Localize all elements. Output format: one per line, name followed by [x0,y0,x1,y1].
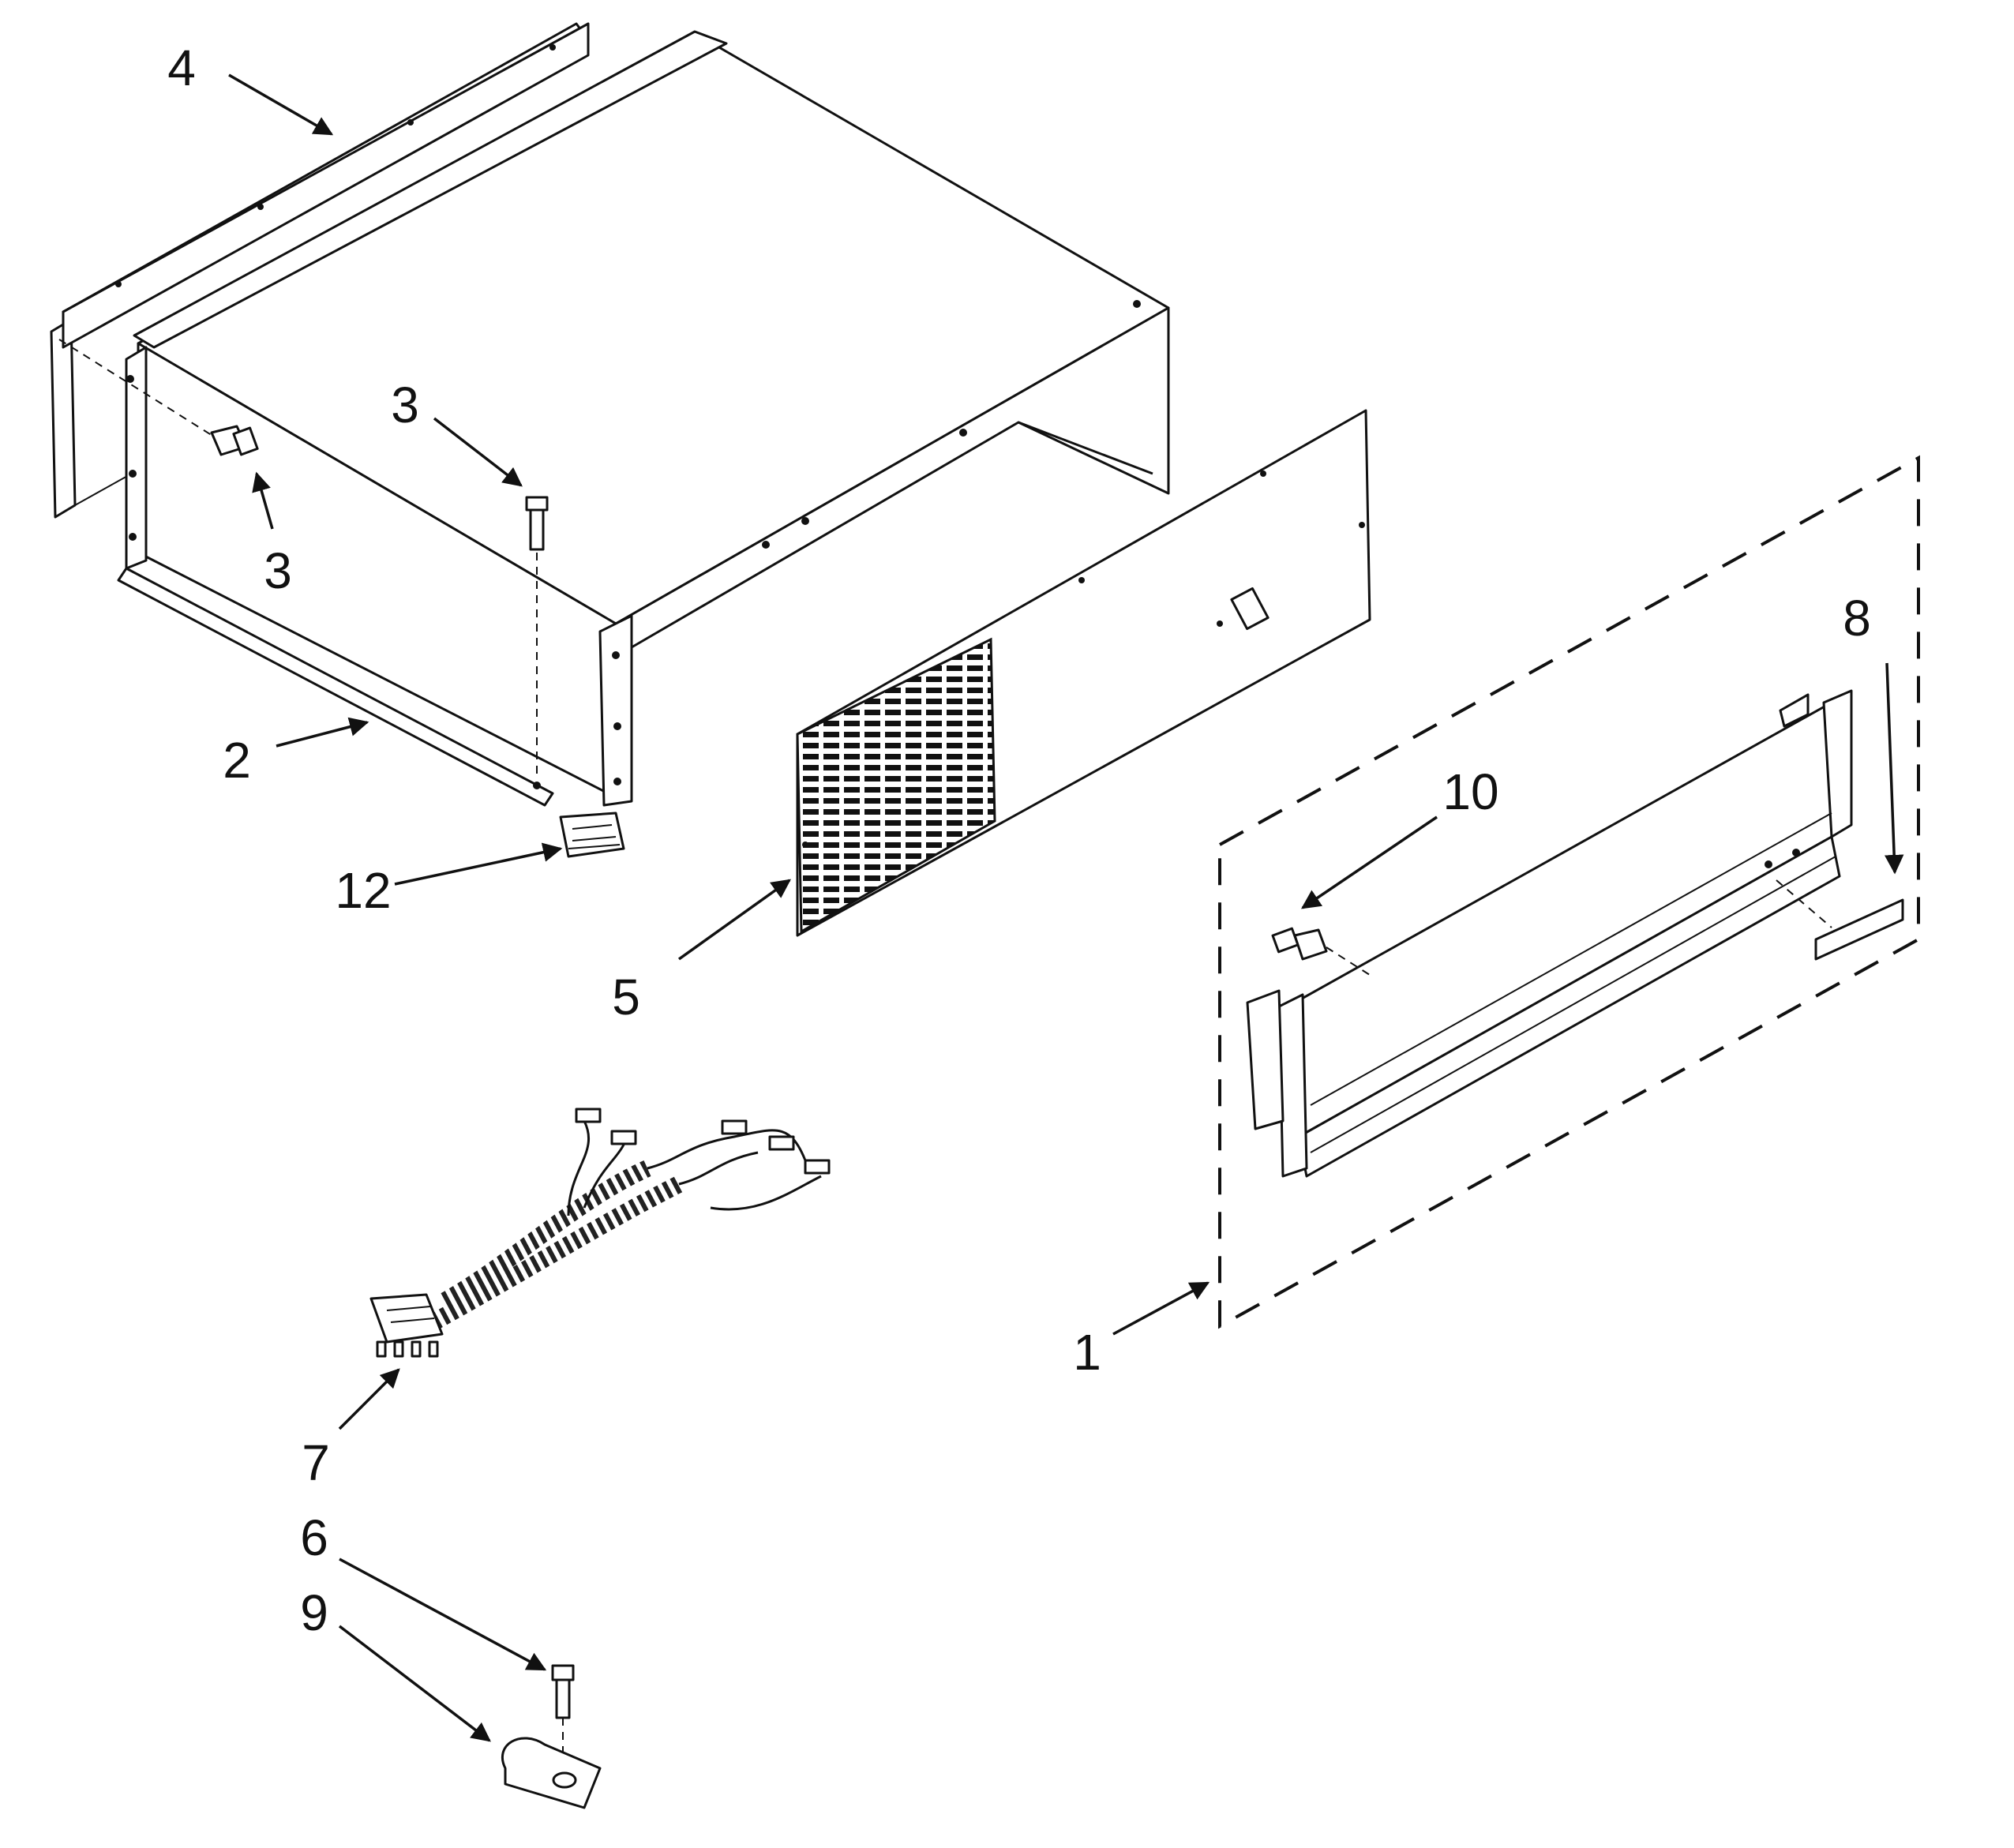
callout-3-top: 3 [391,377,419,433]
callout-10: 10 [1442,763,1498,820]
callout-5: 5 [612,969,640,1025]
callout-6: 6 [300,1509,328,1566]
leader-arrows [228,73,1904,1742]
callout-labels: 4 3 3 2 12 5 8 10 1 7 6 9 [167,39,1871,1641]
callout-3-left: 3 [264,542,292,599]
callout-7: 7 [302,1434,330,1491]
wire-harness [369,1108,831,1358]
callout-2: 2 [223,732,251,789]
clip-part [559,812,625,858]
callout-1: 1 [1073,1324,1101,1381]
rear-flange-strip [50,22,590,519]
callout-9: 9 [300,1584,328,1641]
callout-12: 12 [335,862,391,919]
callout-8: 8 [1843,590,1871,647]
screw-and-clamp [501,1664,602,1809]
screw-left [210,425,259,456]
main-housing [58,30,1170,807]
kickplate-assembly [1218,455,1920,1329]
screw-top [525,496,549,778]
front-panel-grille [796,409,1371,937]
callout-4: 4 [167,39,196,96]
